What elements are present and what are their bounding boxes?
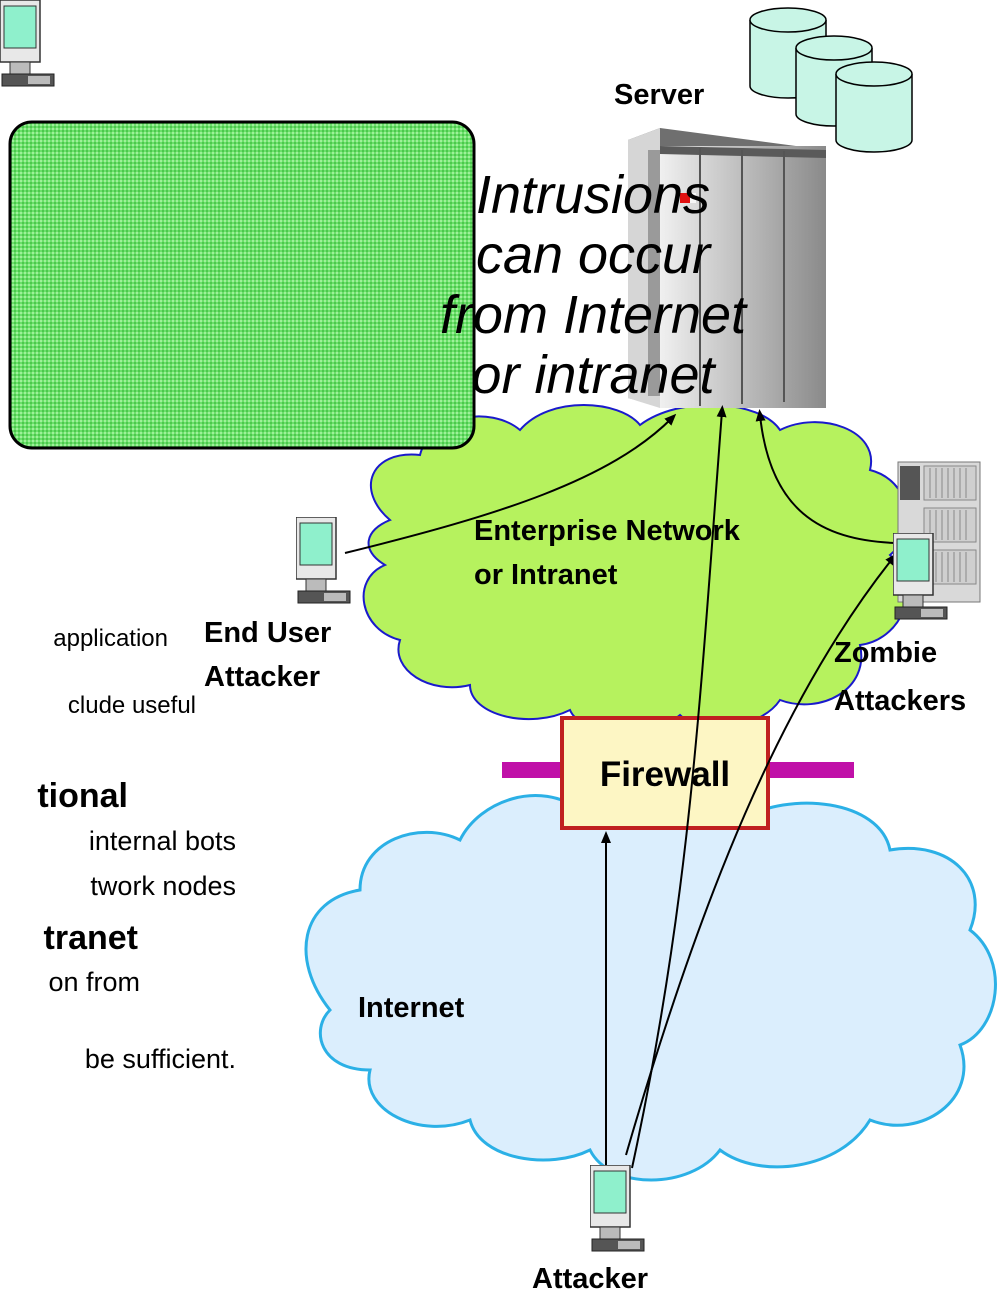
zombie-computer-icon (893, 533, 948, 620)
firewall-box (560, 716, 770, 830)
computer-icon (0, 0, 55, 87)
internet-label: Internet (358, 992, 465, 1024)
server-label: Server (614, 79, 705, 111)
attacker-label: Attacker (532, 1263, 649, 1295)
internet-cloud (304, 783, 997, 1182)
fragment-text: on from (48, 967, 140, 997)
attacker-computer-icon (590, 1165, 645, 1252)
fragment-text: be sufficient. (84, 1044, 236, 1074)
enterprise-label-line2: or Intranet (474, 559, 618, 591)
attack-paths (344, 405, 897, 1169)
attacker-to-server-path (631, 405, 727, 1169)
end-user-path (344, 413, 677, 554)
zombie-to-server-path (755, 409, 896, 544)
end-user-label-line2: Attacker (204, 661, 321, 693)
enterprise-label-line1: Enterprise Network (474, 515, 740, 547)
attacker-to-zombie-path (625, 553, 897, 1156)
server-rack-icon (628, 128, 826, 408)
callout-text: Intrusions can occur from Internet or in… (439, 165, 747, 405)
disk-stack-icon (749, 7, 913, 153)
end-user-computer-icon (296, 517, 351, 604)
zombie-label-line1: Zombie (834, 637, 938, 669)
enterprise-cloud (362, 403, 909, 733)
fragment-text: internal bots (88, 826, 236, 856)
firewall-label: Firewall (599, 755, 731, 794)
fragment-text: clude useful (67, 692, 196, 719)
fragment-text: application (53, 625, 168, 652)
callout-shape (8, 120, 476, 450)
fragment-text: twork nodes (90, 871, 236, 901)
fragment-heading: tional (37, 777, 128, 815)
fragment-heading: tranet (43, 919, 138, 957)
end-user-label-line1: End User (204, 617, 332, 649)
zombie-label-line2: Attackers (834, 685, 967, 717)
